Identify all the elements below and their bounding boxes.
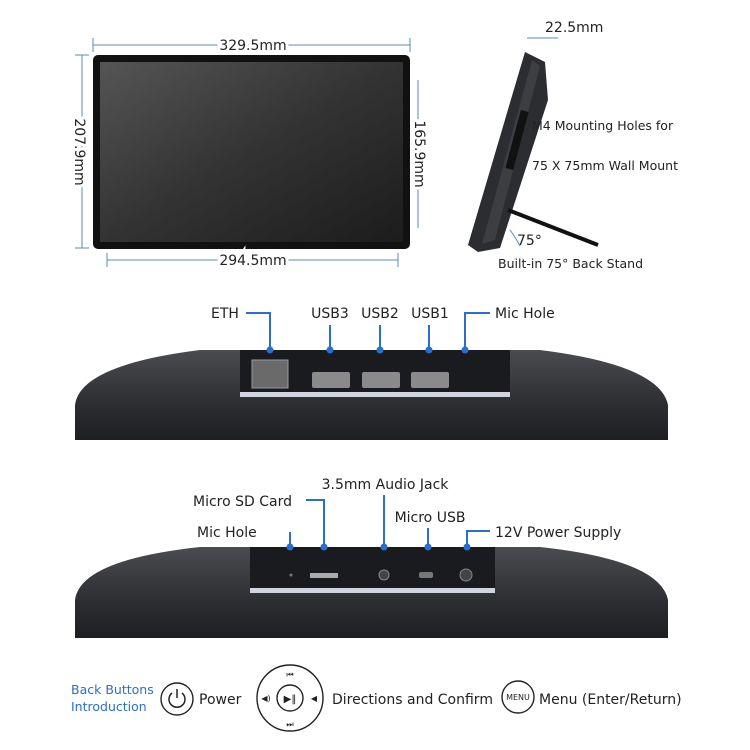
- svg-text:▶‖: ▶‖: [284, 694, 297, 705]
- outer-height-label: 207.9mm: [71, 118, 87, 185]
- svg-text:⏮: ⏮: [286, 670, 293, 679]
- top-edge-view: ETH USB3 USB2 USB1 Mic Hole: [75, 306, 668, 440]
- inner-width-label: 294.5mm: [219, 253, 286, 269]
- svg-text:⏭: ⏭: [286, 720, 293, 729]
- inner-height-label: 165.9mm: [411, 120, 427, 187]
- svg-text:◀: ◀: [311, 694, 318, 703]
- label-mic-hole-top: Mic Hole: [495, 306, 555, 322]
- usb2-port: [362, 372, 400, 388]
- label-usb3: USB3: [311, 306, 349, 322]
- mount-text-2: 75 X 75mm Wall Mount: [532, 158, 678, 173]
- label-sd-card: Micro SD Card: [193, 494, 292, 510]
- display-screen: [100, 62, 403, 242]
- mic-hole: [289, 573, 293, 577]
- usb1-port: [411, 372, 449, 388]
- legend-title-2: Introduction: [71, 699, 147, 714]
- audio-jack: [378, 569, 390, 581]
- sd-slot: [310, 573, 338, 578]
- back-stand: [507, 208, 599, 247]
- buttons-legend: Back Buttons Introduction Power ▶‖ ⏮ ⏭ ◀…: [71, 664, 682, 732]
- label-mic-hole-bottom: Mic Hole: [197, 525, 257, 541]
- usb3-port: [312, 372, 350, 388]
- label-usb1: USB1: [411, 306, 449, 322]
- power-label: Power: [199, 692, 242, 708]
- power-icon: [160, 682, 194, 716]
- label-micro-usb: Micro USB: [395, 510, 466, 526]
- menu-icon: MENU: [501, 680, 535, 714]
- label-power-supply: 12V Power Supply: [495, 525, 621, 541]
- label-usb2: USB2: [361, 306, 399, 322]
- mount-text-1: M4 Mounting Holes for: [532, 118, 674, 133]
- label-audio-jack: 3.5mm Audio Jack: [322, 477, 450, 493]
- stand-label: Built-in 75° Back Stand: [498, 256, 643, 271]
- angle-label: 75°: [517, 233, 542, 249]
- eth-port: [251, 359, 289, 389]
- side-view: 22.5mm M4 Mounting Holes for 75 X 75mm W…: [468, 20, 678, 271]
- bottom-edge-view: Micro SD Card Mic Hole 3.5mm Audio Jack …: [75, 477, 668, 638]
- front-view: 329.5mm 207.9mm 165.9mm 294.5mm: [68, 35, 430, 272]
- label-eth: ETH: [211, 306, 239, 322]
- direction-pad-icon: ▶‖ ⏮ ⏭ ◀) ◀: [256, 664, 324, 732]
- menu-label: Menu (Enter/Return): [539, 692, 682, 708]
- legend-title-1: Back Buttons: [71, 682, 154, 697]
- depth-label: 22.5mm: [545, 20, 603, 36]
- svg-text:MENU: MENU: [506, 693, 530, 702]
- svg-text:◀): ◀): [261, 694, 270, 703]
- power-jack: [459, 568, 473, 582]
- directions-label: Directions and Confirm: [332, 692, 493, 708]
- outer-width-label: 329.5mm: [219, 38, 286, 54]
- micro-usb-port: [419, 572, 433, 578]
